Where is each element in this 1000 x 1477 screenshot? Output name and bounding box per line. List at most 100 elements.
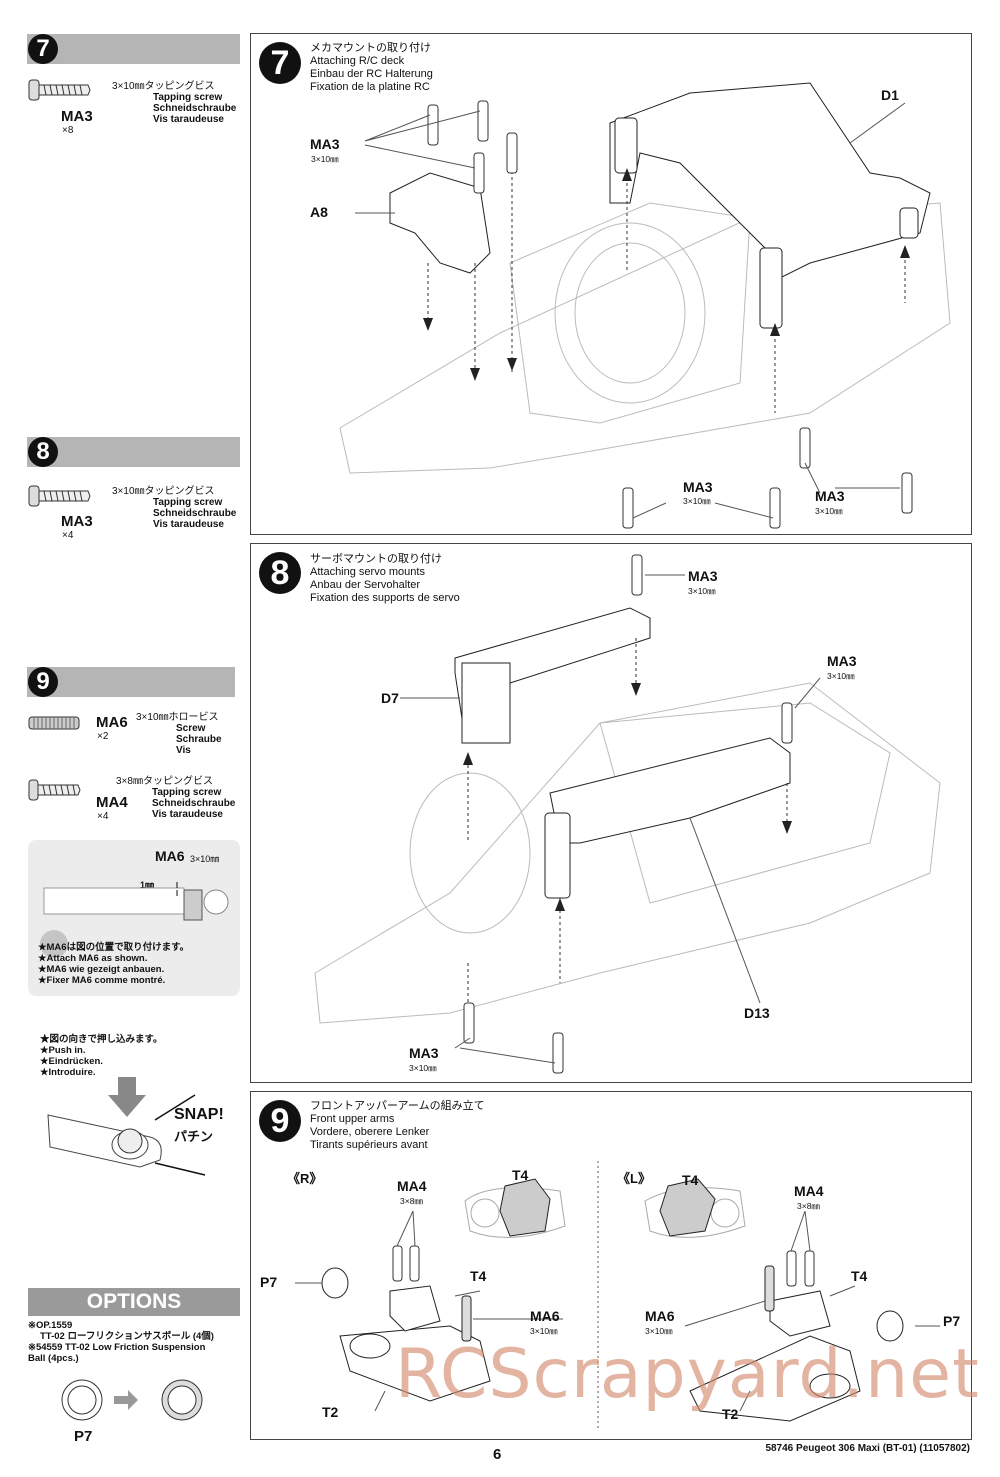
title-de: Vordere, oberere Lenker: [310, 1126, 430, 1138]
part-size-ja: 3×8㎜タッピングビス: [116, 776, 213, 787]
tapping-screw-icon: [28, 485, 91, 507]
note-line: ★Push in.: [40, 1045, 86, 1056]
step8-parts-header: [27, 437, 240, 467]
set-screw-icon: [28, 716, 80, 730]
ma3-size: 3×10㎜: [409, 1063, 437, 1073]
part-qty: ×2: [97, 731, 109, 742]
ma3-size: 3×10㎜: [815, 506, 843, 516]
t4-label: T4: [512, 1167, 529, 1183]
part-code: MA3: [61, 108, 93, 125]
p7-label: P7: [74, 1428, 93, 1445]
title-fr: Tirants supérieurs avant: [310, 1139, 428, 1151]
note-line: ★Introduire.: [40, 1067, 96, 1078]
part-code: MA3: [61, 513, 93, 530]
watermark: RCScrapyard.net: [395, 1335, 980, 1414]
ma3-size: 3×10㎜: [827, 671, 855, 681]
title-en: Attaching R/C deck: [310, 55, 405, 67]
t4-detail-right: [499, 1178, 551, 1237]
step8-parts-number: 8: [28, 437, 58, 467]
ma6-label: MA6: [530, 1308, 560, 1324]
arrow-up-icon: [770, 323, 780, 336]
t4-label: T4: [851, 1268, 868, 1284]
ma3-label: MA3: [827, 653, 857, 669]
product-code: 58746 Peugeot 306 Maxi (BT-01) (11057802…: [765, 1443, 970, 1454]
ma3-label: MA3: [815, 488, 845, 504]
p7-label: P7: [260, 1274, 278, 1290]
ma3-label: MA3: [409, 1045, 439, 1061]
option-name-en: ※54559 TT-02 Low Friction Suspension: [28, 1342, 206, 1353]
ma3-label: MA3: [683, 479, 713, 495]
ma6-note-label: MA6: [155, 848, 185, 864]
screws: [392, 1245, 815, 1287]
note-line: ★図の向きで押し込みます。: [40, 1034, 163, 1045]
arrow-down-icon: [470, 368, 480, 381]
t2-label: T2: [322, 1404, 339, 1420]
part-name-de: Schneidschraube: [153, 508, 237, 519]
title-fr: Fixation de la platine RC: [310, 81, 430, 93]
ma4-label: MA4: [397, 1178, 427, 1194]
push-arrow-icon: [108, 1077, 146, 1117]
d13-label: D13: [744, 1005, 770, 1021]
ma3-size: 3×10㎜: [688, 586, 716, 596]
part-name-fr: Vis taraudeuse: [152, 809, 223, 820]
part-name-fr: Vis: [176, 745, 191, 756]
step9-number: 9: [259, 1100, 301, 1142]
note-line: ★Fixer MA6 comme montré.: [38, 975, 166, 986]
part-qty: ×4: [62, 530, 74, 541]
d1-label: D1: [881, 87, 899, 103]
arrow-up-icon: [555, 898, 565, 911]
arrow-icon: [114, 1390, 138, 1410]
part-name-fr: Vis taraudeuse: [153, 114, 224, 125]
part-name-fr: Vis taraudeuse: [153, 519, 224, 530]
a8-label: A8: [310, 204, 328, 220]
suspension-ball-diagram: [61, 1379, 203, 1421]
options-text: ※OP.1559 TT-02 ローフリクションサスボール (4個) ※54559…: [28, 1320, 242, 1364]
part-size-ja: 3×10㎜ホロービス: [136, 712, 219, 723]
step7-number: 7: [259, 42, 301, 84]
part-name-en: Screw: [176, 723, 206, 734]
ma6-note-text: ★MA6は図の位置で取り付けます。 ★Attach MA6 as shown. …: [38, 942, 189, 986]
part-code: MA4: [96, 794, 128, 811]
arrow-down-icon: [423, 318, 433, 331]
part-name-de: Schraube: [176, 734, 222, 745]
part-description: 3×10㎜タッピングビス Tapping screw Schneidschrau…: [112, 81, 236, 125]
ma4-label: MA4: [794, 1183, 824, 1199]
step7-parts-header: [27, 34, 240, 64]
arrow-down-icon: [507, 358, 517, 371]
option-pack: Ball (4pcs.): [28, 1353, 79, 1364]
ma3-size: 3×10㎜: [683, 496, 711, 506]
part-description: 3×10㎜タッピングビス Tapping screw Schneidschrau…: [112, 486, 236, 530]
step8-title: サーボマウントの取り付け Attaching servo mounts Anba…: [310, 553, 460, 605]
part-name-en: Tapping screw: [152, 787, 222, 798]
step9-parts-header: [27, 667, 235, 697]
ma3-label: MA3: [310, 136, 340, 152]
page-number: 6: [493, 1446, 502, 1463]
part-size-ja: 3×10㎜タッピングビス: [112, 486, 215, 497]
ma6-position-diagram: [43, 882, 229, 921]
push-in-diagram: [47, 1077, 206, 1176]
t2-label: T2: [722, 1406, 739, 1422]
arrow-up-icon: [900, 245, 910, 258]
arrow-up-icon: [622, 168, 632, 181]
note-marker: [40, 930, 68, 958]
arrow-down-icon: [631, 683, 641, 696]
part-size-ja: 3×10㎜タッピングビス: [112, 81, 215, 92]
step9-assembly-diagram: [295, 1161, 940, 1429]
ma6-label: MA6: [645, 1308, 675, 1324]
title-en: Attaching servo mounts: [310, 566, 425, 578]
ma6-gap-label: 1㎜: [140, 880, 155, 890]
part-name-de: Schneidschraube: [153, 103, 237, 114]
title-de: Einbau der RC Halterung: [310, 68, 433, 80]
step7-assembly-diagram: [339, 82, 951, 529]
option-name-ja: TT-02 ローフリクションサスボール (4個): [40, 1331, 214, 1342]
part-name-de: Schneidschraube: [152, 798, 236, 809]
p7-label: P7: [943, 1313, 961, 1329]
title-fr: Fixation des supports de servo: [310, 592, 460, 604]
note-line: ★Attach MA6 as shown.: [38, 953, 148, 964]
ma4-size: 3×8㎜: [400, 1196, 423, 1206]
step7-panel: [250, 33, 972, 535]
step8-number: 8: [259, 552, 301, 594]
screws: [427, 100, 913, 529]
d7-label: D7: [381, 690, 399, 706]
note-line: ★Eindrücken.: [40, 1056, 103, 1067]
